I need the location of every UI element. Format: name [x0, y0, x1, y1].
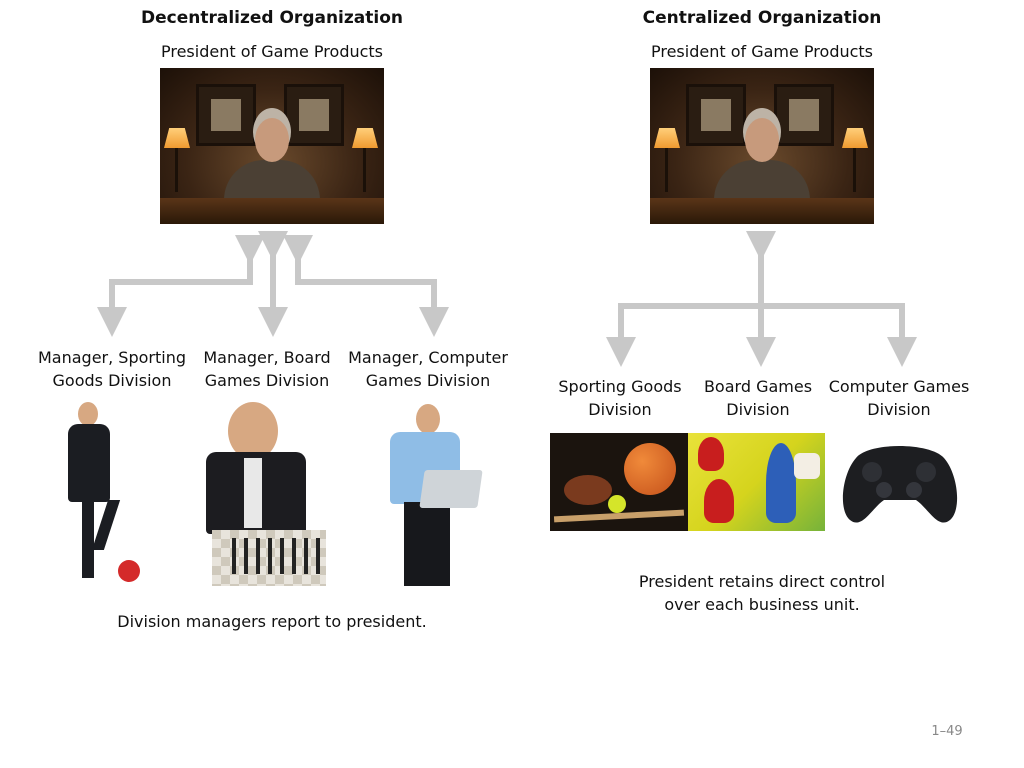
arrow-sporting-goods-division — [606, 303, 761, 367]
decentralized-president-photo — [160, 68, 384, 224]
arrow-computer-games-division — [761, 303, 917, 367]
decentralized-arrows — [97, 231, 449, 337]
manager-sporting-goods-label: Manager, Sporting Goods Division — [38, 348, 186, 390]
sporting-goods-division-label: Sporting Goods Division — [558, 377, 682, 419]
centralized-title: Centralized Organization — [642, 8, 882, 28]
decentralized-president-label: President of Game Products — [160, 42, 384, 61]
board-games-manager-photo — [206, 400, 326, 588]
page-number: 1–49 — [931, 724, 963, 739]
centralized-president-photo — [650, 68, 874, 224]
manager-board-games-label: Manager, Board Games Division — [203, 348, 331, 390]
board-games-photo — [688, 433, 825, 531]
arrow-sporting-goods — [97, 235, 265, 337]
sporting-goods-manager-photo — [64, 402, 148, 588]
centralized-arrows — [606, 231, 917, 367]
sporting-goods-photo — [550, 433, 688, 531]
computer-games-manager-photo — [376, 404, 483, 588]
computer-games-division-label: Computer Games Division — [828, 377, 970, 419]
decentralized-caption: Division managers report to president. — [117, 612, 427, 631]
manager-computer-games-label: Manager, Computer Games Division — [348, 348, 508, 390]
centralized-president-label: President of Game Products — [650, 42, 874, 61]
centralized-caption: President retains direct control over ea… — [638, 572, 886, 614]
game-controller-photo — [842, 446, 958, 523]
arrow-computer-games — [283, 235, 449, 337]
board-games-division-label: Board Games Division — [703, 377, 813, 419]
division-products-collage — [550, 433, 825, 531]
decentralized-title: Decentralized Organization — [140, 8, 403, 28]
